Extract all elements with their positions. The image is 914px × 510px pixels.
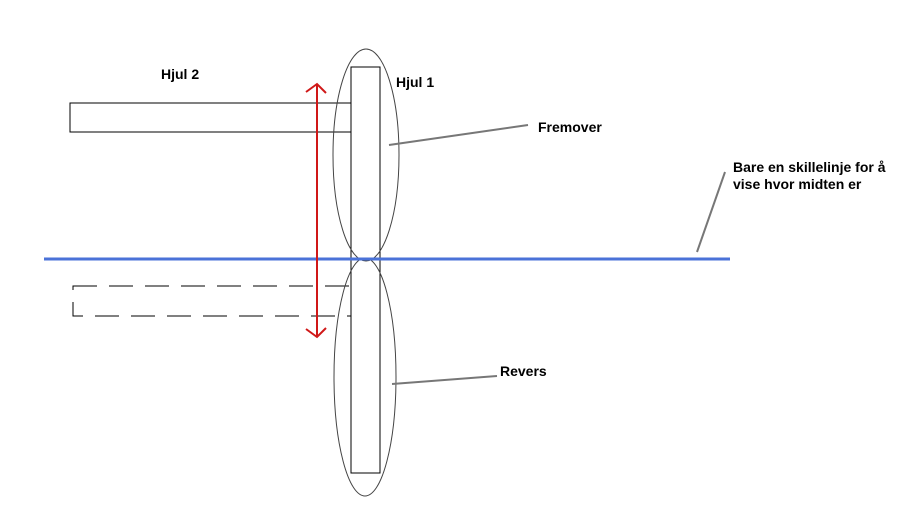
reverse-leader-line: [391, 375, 498, 385]
divider-leader-line: [696, 171, 726, 253]
divider-note-line1: Bare en skillelinje for å: [733, 159, 886, 175]
wheel1-body: [350, 66, 381, 474]
divider-note-line2: vise hvor midten er: [733, 176, 862, 192]
forward-leader-line: [388, 124, 529, 146]
movement-arrow: [305, 82, 327, 339]
wheel2-label: Hjul 2: [161, 66, 200, 82]
reverse-ellipse: [333, 257, 397, 497]
wheel2-bar-forward: [69, 102, 352, 133]
forward-ellipse: [332, 48, 400, 262]
forward-label: Fremover: [538, 119, 602, 135]
reverse-label: Revers: [500, 363, 547, 379]
wheel2-bar-reverse: [72, 285, 352, 317]
divider-note: Bare en skillelinje for å vise hvor midt…: [733, 159, 911, 193]
wheel1-label: Hjul 1: [396, 74, 435, 90]
